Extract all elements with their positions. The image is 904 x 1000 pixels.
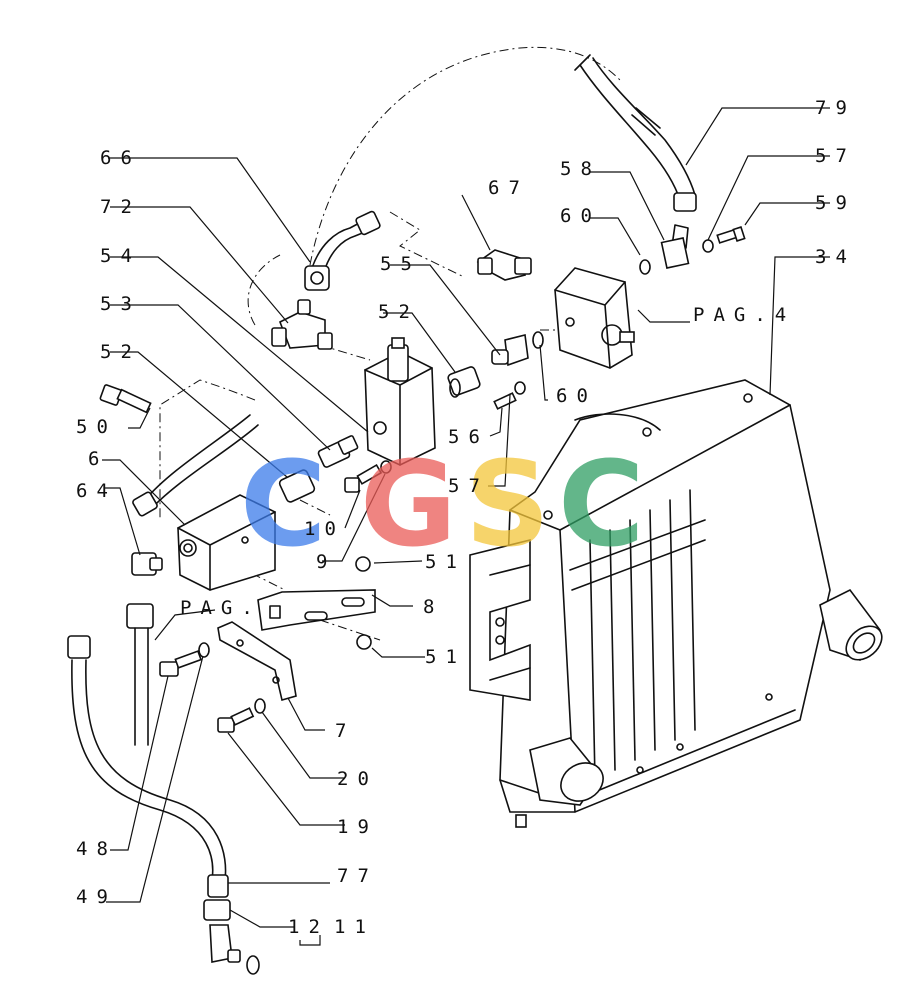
callout-34: 34 [815, 246, 856, 268]
flange-fitting-55 [491, 334, 529, 367]
assembly-guide-lines [159, 46, 621, 641]
adapter-52-upper [447, 366, 481, 398]
callout-20: 20 [337, 768, 378, 790]
callout-50: 50 [76, 416, 117, 438]
hose-66 [304, 210, 381, 291]
callout-77: 77 [337, 865, 378, 887]
callout-60-top: 60 [560, 205, 601, 227]
bracket-7 [217, 621, 297, 702]
cgsc-watermark: C G S C [240, 435, 645, 573]
callout-67: 67 [488, 177, 529, 199]
callout-8: 8 [423, 596, 443, 618]
callout-labels: 79 57 59 34 58 60 67 66 72 54 55 52 53 5… [76, 97, 856, 938]
screw-19 [217, 698, 266, 733]
elbow-58 [532, 224, 690, 349]
callout-72: 72 [100, 196, 141, 218]
callout-19: 19 [337, 816, 378, 838]
callout-59: 59 [815, 192, 856, 214]
callout-51-lower: 51 [425, 646, 466, 668]
callout-49: 49 [76, 886, 117, 908]
tee-fitting-72 [271, 299, 333, 350]
cooler-fins [569, 489, 706, 781]
screw-10 [344, 460, 392, 493]
callout-52-upper: 52 [378, 301, 419, 323]
elbow-fitting-67 [476, 249, 532, 281]
leader-lines [102, 107, 830, 946]
callout-57-mid: 57 [448, 475, 489, 497]
callout-12: 12 [288, 916, 329, 938]
callout-6: 6 [88, 448, 108, 470]
watermark-letter-1: C [240, 435, 327, 573]
callout-58: 58 [560, 158, 601, 180]
callout-48: 48 [76, 838, 117, 860]
block-6 [177, 494, 276, 591]
cooler-outlet-pipe [529, 737, 604, 806]
valve-block-54 [364, 337, 436, 466]
adapter-52-lower [278, 469, 316, 503]
callout-54: 54 [100, 245, 141, 267]
bracket-8 [257, 589, 376, 631]
screw-50 [99, 384, 152, 414]
callout-57-top: 57 [815, 145, 856, 167]
page-ref-pag4: PAG.4 [693, 304, 795, 326]
callout-52-lower: 52 [100, 341, 141, 363]
callout-9: 9 [316, 551, 336, 573]
tee-fitting-64 [126, 552, 163, 746]
callout-66: 66 [100, 147, 141, 169]
nut-51-lower [356, 634, 372, 650]
screw-48 [159, 642, 210, 677]
hose-left-upper [132, 414, 259, 517]
hose-79 [574, 54, 697, 212]
screw-59 [702, 226, 746, 253]
watermark-letter-2: G [360, 435, 457, 573]
nut-51-upper [355, 556, 371, 572]
callout-60-lower: 60 [556, 385, 597, 407]
callout-11: 11 [334, 916, 375, 938]
cooler-inlet-pipe [819, 588, 883, 661]
watermark-letter-3: S [465, 435, 550, 573]
hose-77 [67, 635, 231, 921]
oil-cooler-34 [499, 379, 831, 828]
callout-51-upper: 51 [425, 551, 466, 573]
page-ref-left: PAG. [180, 597, 262, 619]
callout-79: 79 [815, 97, 856, 119]
callout-55: 55 [380, 253, 421, 275]
callout-56: 56 [448, 426, 489, 448]
callout-53: 53 [100, 293, 141, 315]
adapter-53 [317, 435, 359, 468]
callout-10: 10 [304, 518, 345, 540]
callout-7: 7 [335, 720, 355, 742]
watermark-letter-4: C [558, 435, 645, 573]
callout-64: 64 [76, 480, 117, 502]
hydraulic-pump [554, 267, 635, 369]
elbow-12 [209, 924, 260, 975]
cooler-mount-frame [469, 538, 531, 701]
